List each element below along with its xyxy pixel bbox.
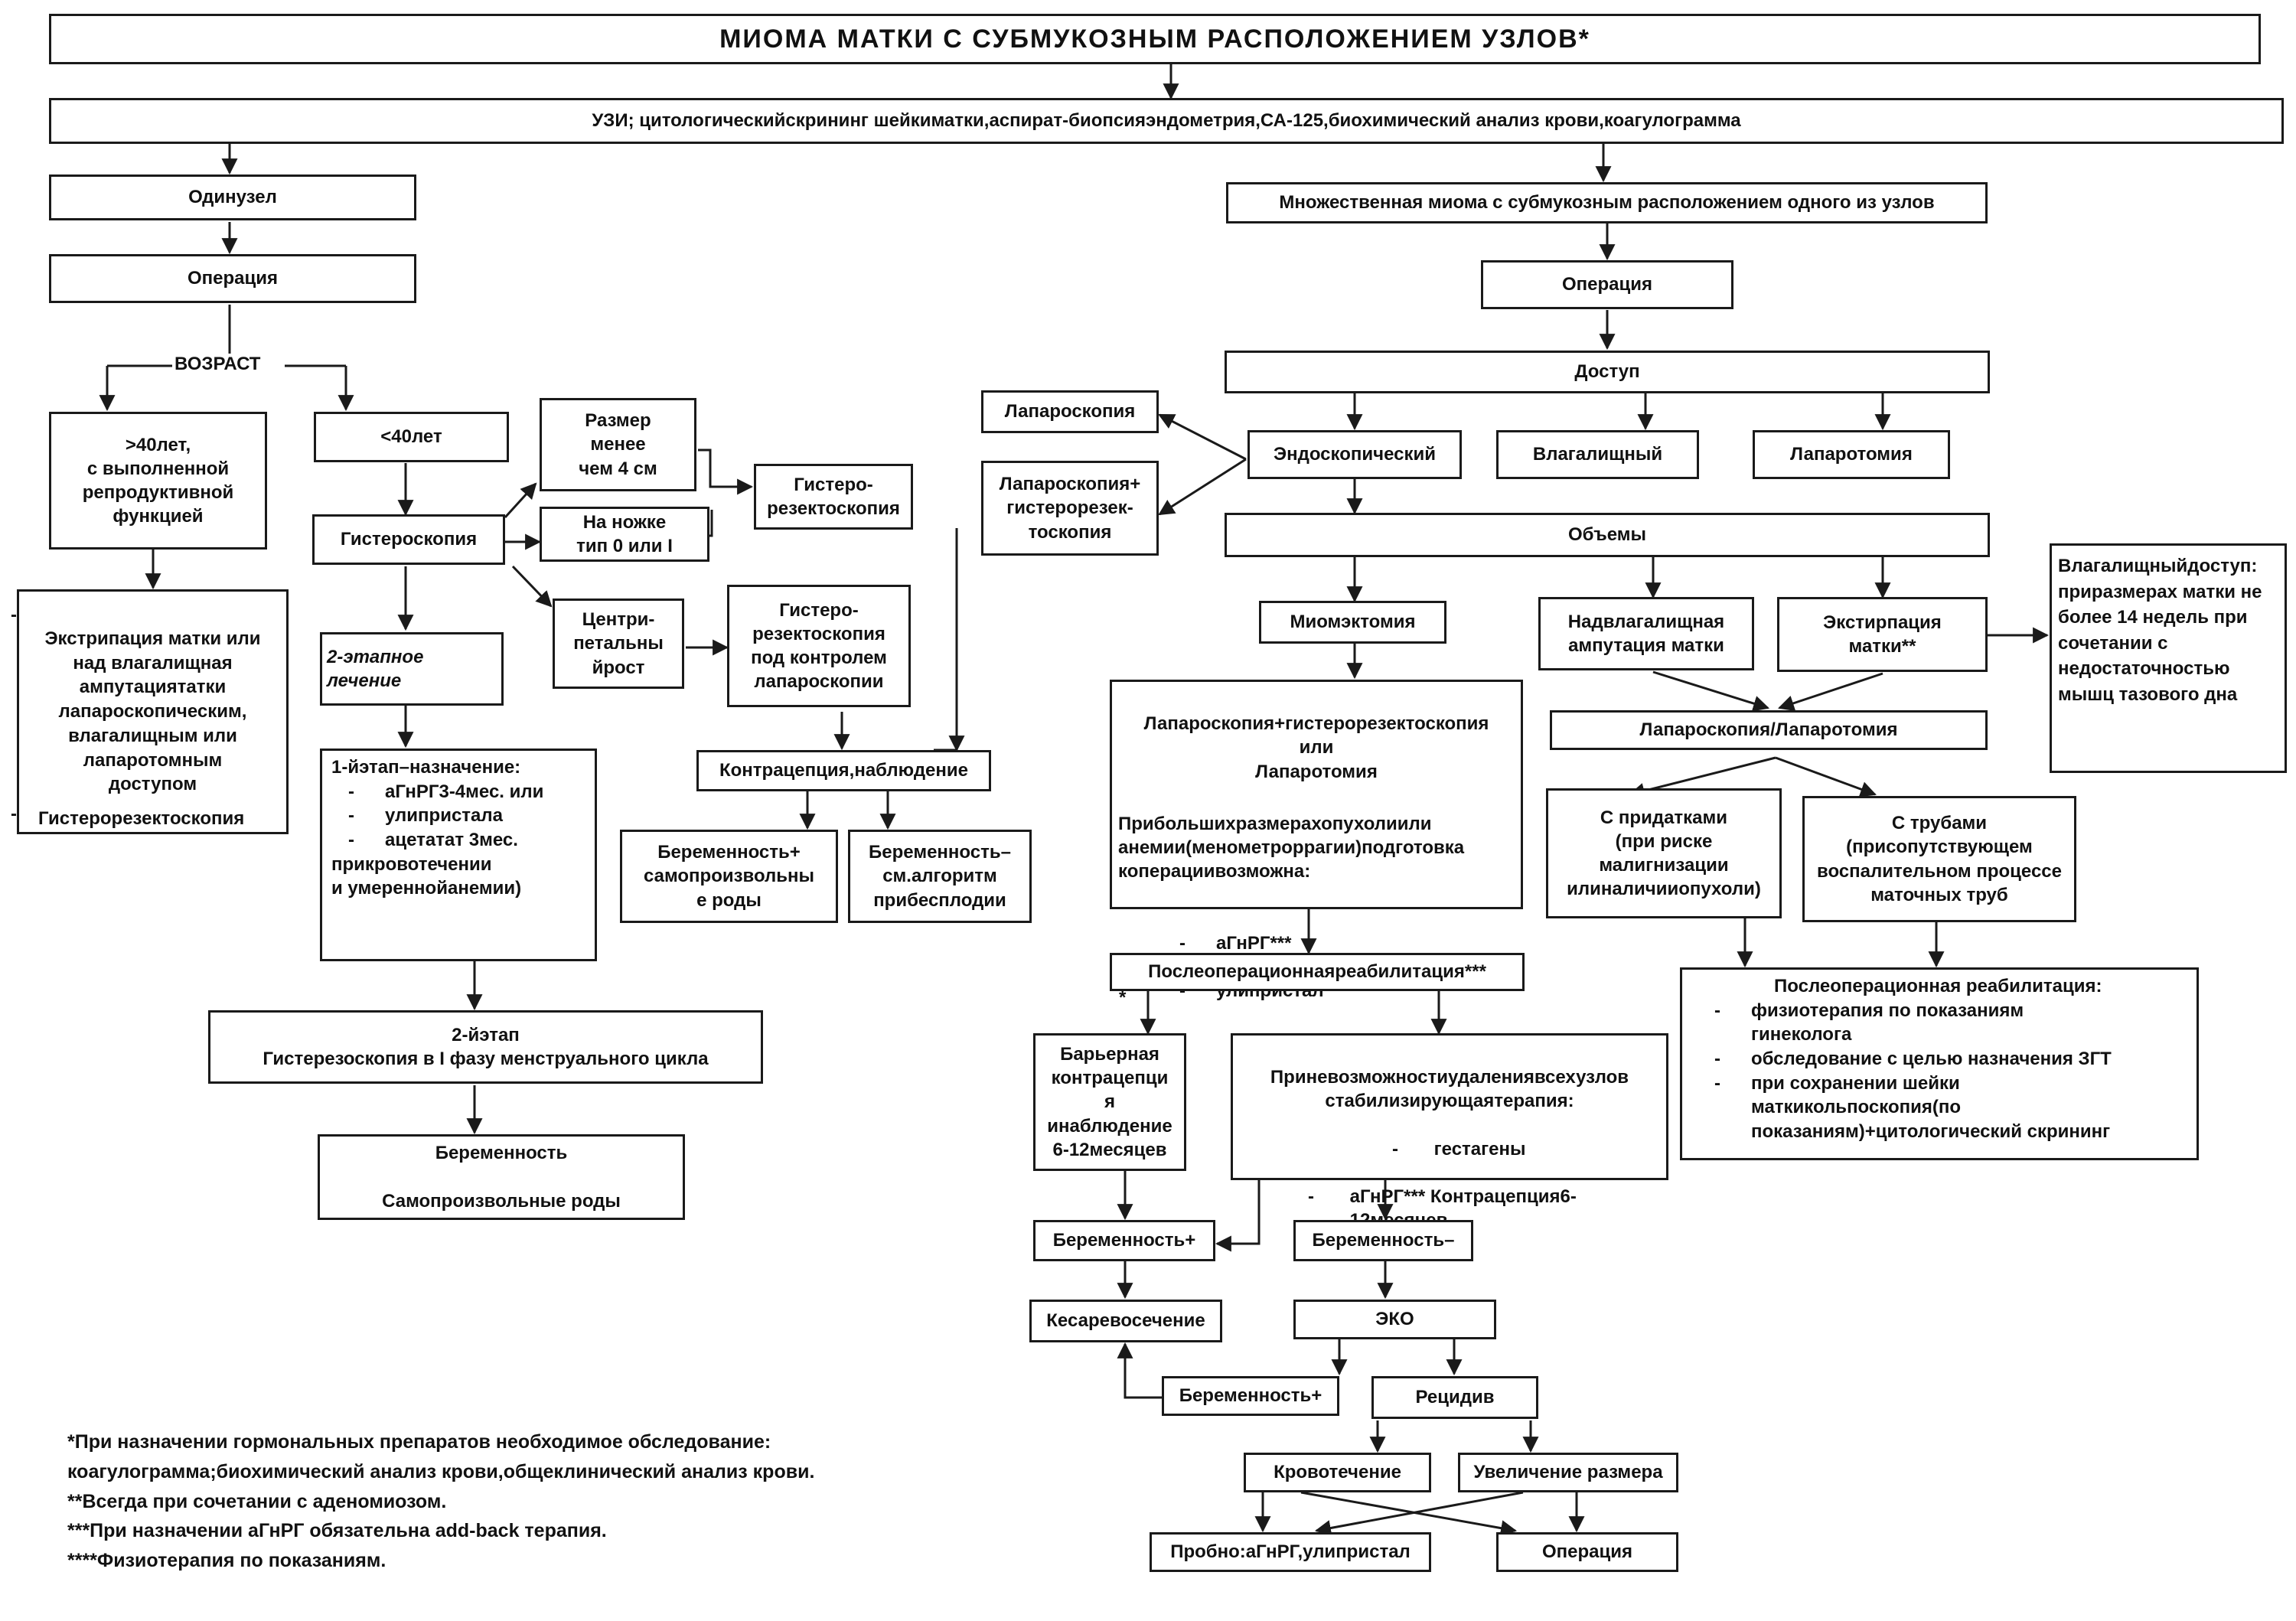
bullet-dash: - (11, 804, 17, 824)
operation-bottom-node: Операция (1496, 1532, 1678, 1572)
stabilizing-title: Приневозможностиудалениявсехузлов стабил… (1270, 1067, 1629, 1112)
postop-rehab2-item: обследование с целью назначения ЗГТ (1698, 1047, 2187, 1071)
relapse-node: Рецидив (1371, 1376, 1538, 1419)
operation-left-node: Операция (49, 254, 416, 303)
arrow-endoscopic-laparoscopy (1158, 413, 1247, 461)
single-node: Одинузел (49, 174, 416, 220)
endoscopic-node: Эндоскопический (1247, 430, 1462, 479)
lap-laparotomy-node: Лапароскопия/Лапаротомия (1550, 710, 1988, 750)
stage2-node: 2-йэтап Гистерезоскопия в I фазу менстру… (208, 1010, 763, 1084)
vaginal-node: Влагалищный (1496, 430, 1699, 479)
line-size-resecto (698, 448, 754, 495)
postop-rehab2-node: Послеоперационная реабилитация: физиотер… (1680, 967, 2199, 1160)
pregnancy-births-node: Беременность Самопроизвольные роды (318, 1134, 685, 1220)
arrow-extirpation-laplap (1778, 672, 1883, 711)
pregnancy-plus-2-node: Беременность+ (1162, 1376, 1339, 1416)
arrow-impossible-pregplus (1215, 1179, 1261, 1252)
exam-node: УЗИ; цитологическийскрининг шейкиматки,а… (49, 98, 2284, 144)
with-tubes-node: С трубами (присопутствующем воспалительн… (1802, 796, 2076, 922)
stage1-item: аГнРГ3-4мес. или (331, 780, 585, 804)
postop-rehab2-item: физиотерапия по показаниям гинеколога (1698, 999, 2187, 1047)
diagram-title: МИОМА МАТКИ С СУБМУКОЗНЫМ РАСПОЛОЖЕНИЕМ … (49, 14, 2261, 64)
age-label: ВОЗРАСТ (174, 354, 261, 374)
footnote: **Всегда при сочетании с аденомиозом. (67, 1490, 447, 1512)
pregnancy-minus-infertility-node: Беременность– см.алгоритм прибесплодии (848, 830, 1032, 923)
operation-right-node: Операция (1481, 260, 1733, 309)
trial-therapy-node: Пробно:аГнРГ,улипристал (1150, 1532, 1431, 1572)
extirpation-list-node: Экстрипация матки или над влагалищная ам… (17, 589, 289, 834)
lap-hystero-big-node: Лапароскопия+гистерорезектоскопия или Ла… (1110, 680, 1523, 1001)
hysteroscopy-node: Гистероскопия (312, 514, 505, 565)
over40-node: >40лет, с выполненной репродуктивной фун… (49, 412, 267, 550)
stabilizing-therapy-node: Приневозможностиудалениявсехузлов стабил… (1231, 1033, 1668, 1231)
postop-rehab2-title: Послеоперационная реабилитация: (1774, 976, 2102, 996)
pregnancy-plus-births-node: Беременность+ самопроизвольны е роды (620, 830, 838, 923)
lap-hystero-big-note: Прибольшихразмерахопухолиили анемии(мено… (1118, 813, 1465, 882)
myomectomy-node: Миомэктомия (1259, 601, 1446, 644)
arrow-increase-trial (1314, 1491, 1524, 1536)
arrow-bleeding-operation (1300, 1491, 1518, 1537)
arrow-endoscopic-laphystero (1158, 458, 1247, 516)
laparotomy-node: Лапаротомия (1753, 430, 1950, 479)
stage1-title: 1-йэтап–назначение: (331, 757, 521, 778)
arrow-supravag-laplap (1652, 670, 1770, 712)
hystero-resecto-lap-node: Гистеро- резектоскопия под контролем лап… (727, 585, 911, 707)
footnote: *При назначении гормональных препаратов … (67, 1431, 815, 1482)
footnote: ****Физиотерапия по показаниям. (67, 1550, 386, 1571)
arrow-hysteroscopy-central (511, 565, 553, 608)
stage1-item: ацетатат 3мес. (331, 828, 585, 853)
line-resecto1-contraception (934, 528, 958, 752)
size-less4-node: Размер менее чем 4 см (540, 398, 696, 491)
stage1-item: улипристала (331, 804, 585, 828)
postop-rehab-node: Послеоперационнаяреабилитация*** (1110, 953, 1525, 991)
supravaginal-node: Надвлагалищная ампутация матки (1538, 597, 1754, 670)
access-node: Доступ (1225, 351, 1990, 393)
arrow-hysteroscopy-size (504, 482, 537, 519)
multiple-myoma-node: Множественная миома с субмукозным распол… (1226, 182, 1988, 223)
footnote: ***При назначении аГнРГ обязательна add-… (67, 1520, 607, 1542)
lap-hystero-big-item-text: аГнРГ*** (1216, 932, 1292, 954)
arrow-laplap-tubes (1775, 756, 1877, 797)
extirpation-list-text: Экстрипация матки или над влагалищная ам… (44, 628, 261, 795)
with-adnexa-node: С придатками (при риске малигнизации или… (1546, 788, 1782, 918)
under40-node: <40лет (314, 412, 509, 462)
hystero-resecto-node: Гистеро- резектоскопия (754, 464, 913, 530)
pregnancy-plus-node: Беременность+ (1033, 1220, 1215, 1261)
central-growth-node: Центри- петальны йрост (553, 598, 684, 689)
pregnancy-minus-node: Беременность– (1293, 1220, 1473, 1261)
two-stage-label: 2-этапное лечение (327, 646, 424, 691)
eco-node: ЭКО (1293, 1300, 1496, 1339)
cesarean-node: Кесаревосечение (1029, 1300, 1222, 1342)
barrier-contraception-node: Барьерная контрацепци я инаблюдение 6-12… (1033, 1033, 1186, 1171)
lap-hystero-node: Лапароскопия+ гистерорезек- тоскопия (981, 461, 1159, 556)
postop-rehab2-item: при сохранении шейки маткикольпоскопия(п… (1698, 1071, 2187, 1144)
stabilizing-item: - гестагены (1392, 1138, 1526, 1159)
volumes-node: Объемы (1225, 513, 1990, 557)
footnotes: *При назначении гормональных препаратов … (67, 1427, 814, 1576)
two-stage-node: 2-этапное лечение (320, 632, 504, 706)
bullet-dash: - (11, 605, 17, 625)
stage1-tail: прикровотечении и умереннойанемии) (331, 853, 522, 899)
lap-hystero-big-item: - аГнРГ*** (1179, 932, 1292, 954)
contraception-node: Контрацепция,наблюдение (696, 750, 991, 791)
extirpation-node: Экстирпация матки** (1777, 597, 1988, 672)
postop-rehab-star: * (1119, 987, 1127, 1008)
arrow-pregplus2-cesarean (1117, 1342, 1162, 1399)
bleeding-node: Кровотечение (1244, 1453, 1431, 1492)
laparoscopy-node: Лапароскопия (981, 390, 1159, 433)
vaginal-access-note: Влагалищныйдоступ: приразмерах матки не … (2050, 543, 2287, 773)
hystero-resecto-list-item: Гистерорезектоскопия (38, 808, 245, 829)
size-increase-node: Увеличение размера (1458, 1453, 1678, 1492)
lap-hystero-big-title: Лапароскопия+гистерорезектоскопия или Ла… (1143, 713, 1489, 782)
pedicle-node: На ножке тип 0 или I (540, 507, 709, 562)
stabilizing-item-text: гестагены (1433, 1138, 1526, 1159)
stage1-node: 1-йэтап–назначение: аГнРГ3-4мес. или ули… (320, 749, 597, 961)
